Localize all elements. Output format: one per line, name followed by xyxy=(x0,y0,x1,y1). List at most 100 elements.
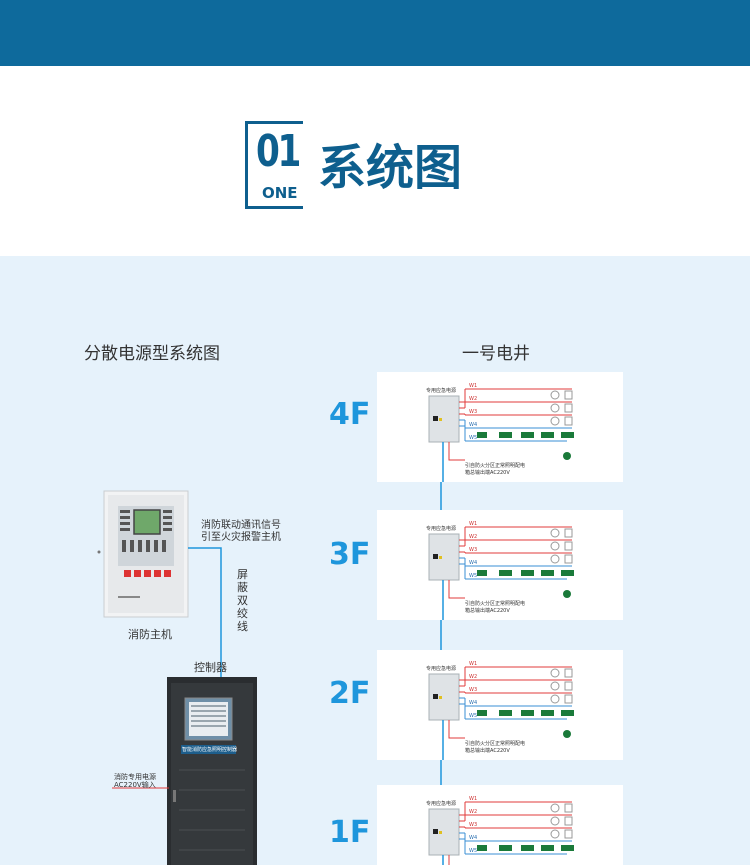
lamp-icon xyxy=(564,681,573,691)
exit-sign-icon xyxy=(477,432,487,438)
lamp-icon xyxy=(550,803,560,813)
exit-sign-icon xyxy=(477,845,487,851)
lamp-icon xyxy=(564,528,573,538)
exit-sign-icon xyxy=(521,845,534,851)
circuit-label: W1 xyxy=(469,796,477,802)
circuit-label: W3 xyxy=(469,822,477,828)
exit-sign-icon xyxy=(561,845,574,851)
exit-sign-icon xyxy=(499,710,512,716)
exit-sign-icon xyxy=(561,432,574,438)
power-input-line1: 消防专用电源 xyxy=(114,773,156,781)
circuit-label: W4 xyxy=(469,422,477,428)
emergency-box-label: 专用应急电源 xyxy=(426,666,457,672)
lamp-icon xyxy=(550,528,560,538)
floor-sign-icon xyxy=(563,730,571,738)
exit-sign-icon xyxy=(561,710,574,716)
emergency-box-label: 专用应急电源 xyxy=(426,388,457,394)
lamp-icon xyxy=(550,554,560,564)
exit-sign-icon xyxy=(521,432,534,438)
lamp-icon xyxy=(550,829,560,839)
circuit-label: W4 xyxy=(469,700,477,706)
circuit-label: W3 xyxy=(469,409,477,415)
lamp-icon xyxy=(550,668,560,678)
section-number: 01 xyxy=(256,126,301,177)
circuit-label: W1 xyxy=(469,521,477,527)
circuit-label: W1 xyxy=(469,383,477,389)
lamp-icon xyxy=(550,403,560,413)
lamp-icon xyxy=(564,554,573,564)
lamp-icon xyxy=(550,416,560,426)
page-title: 系统图 xyxy=(318,140,463,196)
circuit-label: W3 xyxy=(469,687,477,693)
title-area xyxy=(0,66,750,256)
lamp-icon xyxy=(550,390,560,400)
exit-sign-icon xyxy=(499,432,512,438)
normal-power-note-line2: 箱总输出端AC220V xyxy=(465,470,510,476)
lamp-icon xyxy=(564,541,573,551)
exit-sign-icon xyxy=(561,570,574,576)
normal-power-note-line1: 引自防火分区正常照明配电 xyxy=(465,463,526,469)
exit-sign-icon xyxy=(521,570,534,576)
lamp-icon xyxy=(564,403,573,413)
cabinet-screen-caption: 智能消防应急照明控制器 xyxy=(182,747,238,753)
lamp-icon xyxy=(550,694,560,704)
normal-power-note-line1: 引自防火分区正常照明配电 xyxy=(465,741,526,747)
exit-sign-icon xyxy=(477,570,487,576)
emergency-box-label: 专用应急电源 xyxy=(426,801,457,807)
lamp-icon xyxy=(564,416,573,426)
circuit-label: W5 xyxy=(469,573,477,579)
exit-sign-icon xyxy=(541,432,554,438)
circuit-label: W2 xyxy=(469,674,477,680)
top-banner xyxy=(0,0,750,66)
floor-label-2f: 2F xyxy=(329,676,371,711)
lamp-icon xyxy=(564,668,573,678)
controller-cabinet-icon xyxy=(167,677,257,865)
floor-label-1f: 1F xyxy=(329,815,371,850)
floor-label-3f: 3F xyxy=(329,537,371,572)
circuit-label: W5 xyxy=(469,713,477,719)
exit-sign-icon xyxy=(499,845,512,851)
cable-label: 屏蔽双绞线 xyxy=(237,568,248,633)
emergency-box-label: 专用应急电源 xyxy=(426,526,457,532)
shielded-cable-line xyxy=(188,547,222,678)
normal-power-note-line1: 引自防火分区正常照明配电 xyxy=(465,601,526,607)
circuit-label: W2 xyxy=(469,396,477,402)
controller-label: 控制器 xyxy=(194,661,227,674)
signal-note-line2: 引至火灾报警主机 xyxy=(201,532,281,543)
floor-label-4f: 4F xyxy=(329,397,371,432)
lamp-icon xyxy=(564,803,573,813)
lamp-icon xyxy=(564,694,573,704)
normal-power-note-line2: 箱总输出端AC220V xyxy=(465,608,510,614)
section-number-badge xyxy=(245,121,303,209)
right-subtitle: 一号电井 xyxy=(462,344,530,364)
lamp-icon xyxy=(550,541,560,551)
exit-sign-icon xyxy=(499,570,512,576)
floor-sign-icon xyxy=(563,590,571,598)
exit-sign-icon xyxy=(541,570,554,576)
circuit-label: W2 xyxy=(469,809,477,815)
exit-sign-icon xyxy=(477,710,487,716)
fire-alarm-host-icon xyxy=(97,490,189,618)
lamp-icon xyxy=(564,829,573,839)
circuit-label: W5 xyxy=(469,435,477,441)
section-number-word: ONE xyxy=(262,184,298,202)
controller-diagram xyxy=(97,490,257,865)
normal-power-note-line2: 箱总输出端AC220V xyxy=(465,748,510,754)
lamp-icon xyxy=(550,681,560,691)
power-input-line2: AC220V输入 xyxy=(114,781,156,789)
lamp-icon xyxy=(564,390,573,400)
circuit-label: W2 xyxy=(469,534,477,540)
lamp-icon xyxy=(550,816,560,826)
lamp-icon xyxy=(564,816,573,826)
fire-host-label: 消防主机 xyxy=(128,628,172,641)
left-subtitle: 分散电源型系统图 xyxy=(84,344,220,364)
exit-sign-icon xyxy=(521,710,534,716)
